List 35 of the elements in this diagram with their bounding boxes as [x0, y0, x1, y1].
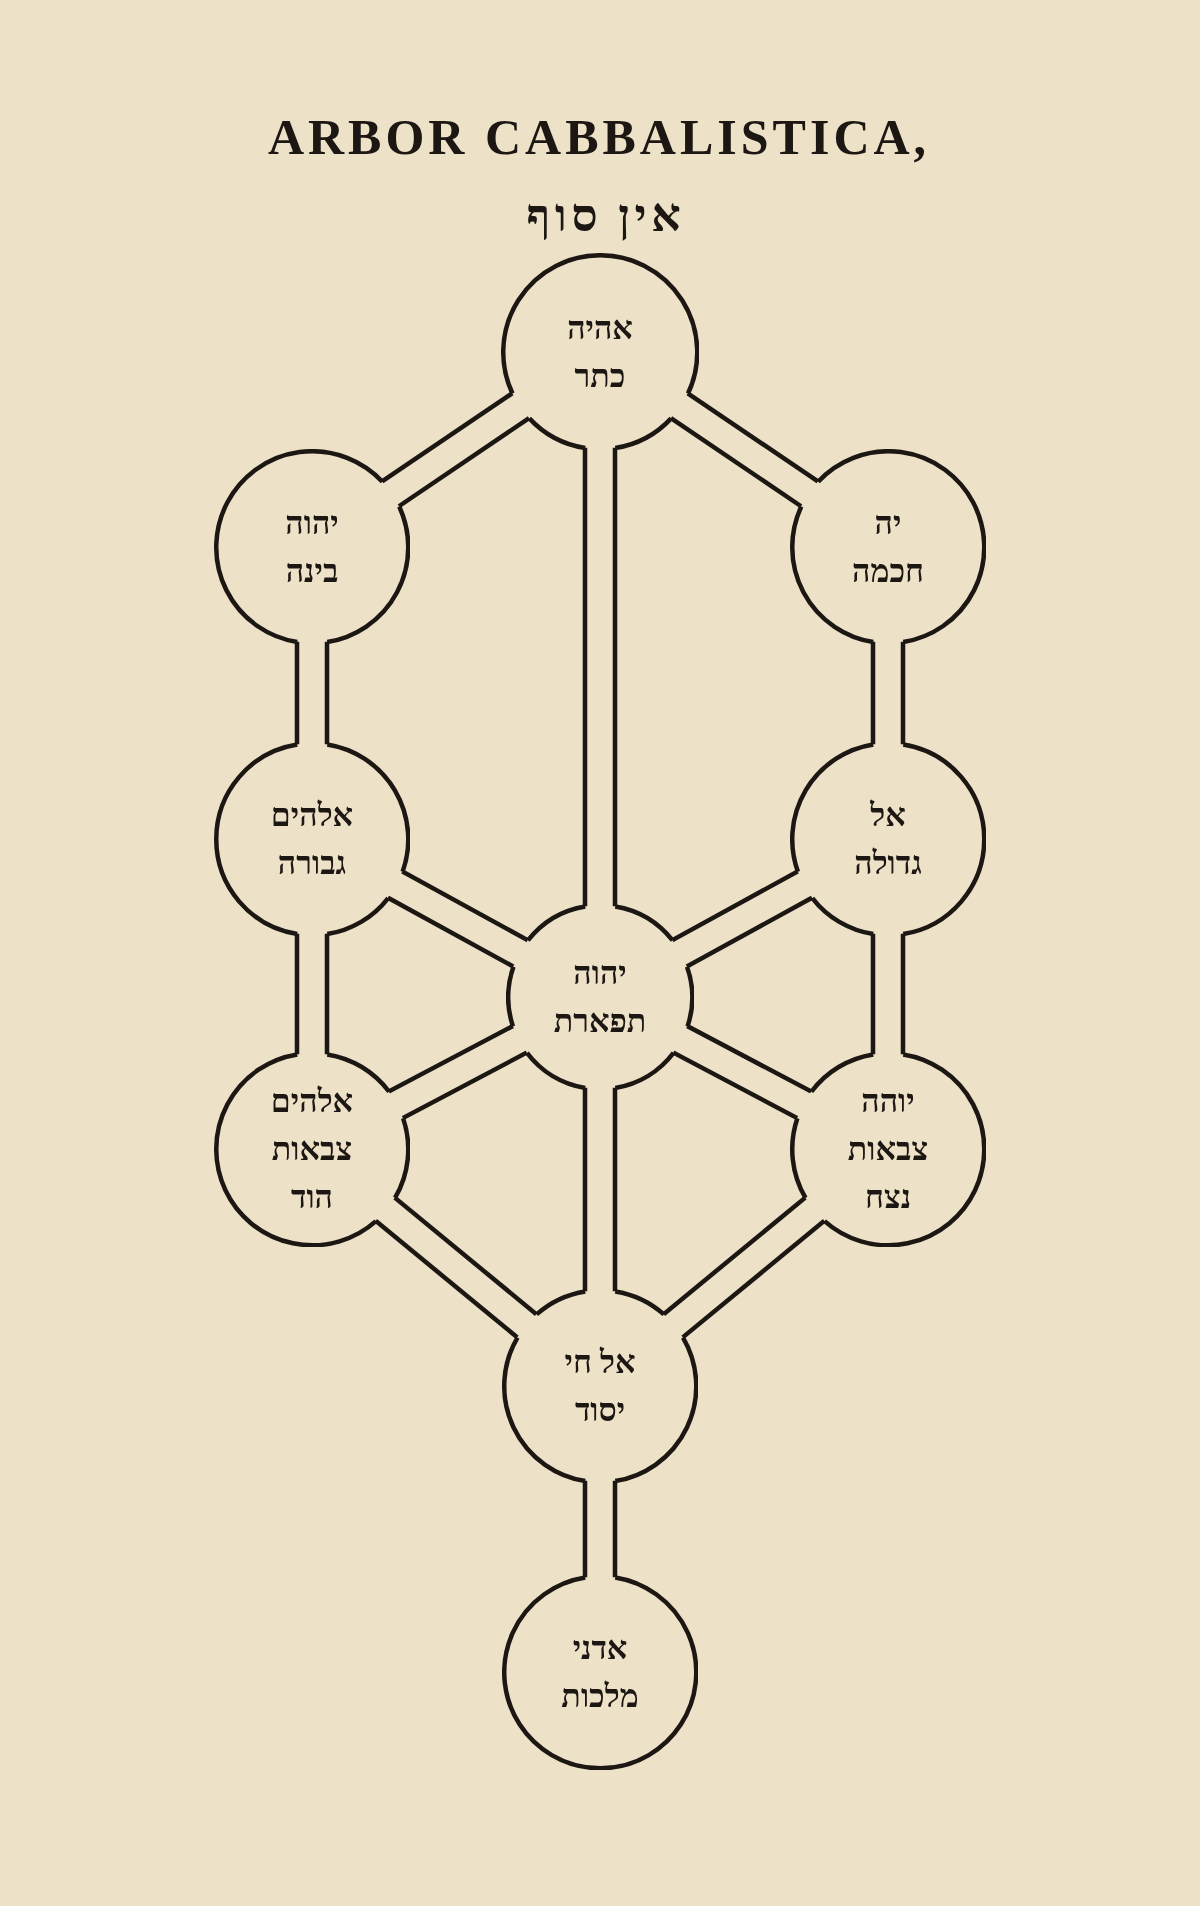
- double-line-channel: [380, 391, 531, 509]
- hebrew-text: אל חי: [564, 1343, 636, 1382]
- hebrew-text: נצח: [864, 1178, 912, 1217]
- double-line-channel: [374, 1195, 538, 1340]
- hebrew-text: יה: [874, 504, 902, 543]
- hebrew-text: יהוה: [573, 954, 627, 993]
- hebrew-text: גבורה: [277, 844, 347, 883]
- hebrew-text: תפארת: [553, 1002, 647, 1041]
- hebrew-text: אלהים: [270, 796, 354, 835]
- hebrew-text: אהיה: [567, 309, 633, 348]
- double-line-channel: [582, 1087, 618, 1292]
- double-line-channel: [294, 933, 330, 1055]
- hebrew-text: אל: [870, 796, 906, 835]
- hebrew-text: אדני: [572, 1629, 628, 1668]
- title: ARBOR CABBALISTICA,: [267, 112, 931, 162]
- double-line-channel: [672, 1024, 813, 1120]
- hebrew-text: יוהה צבאות: [846, 1082, 930, 1169]
- double-line-channel: [582, 447, 618, 907]
- hebrew-text: הוד: [291, 1178, 333, 1217]
- hebrew-text: מלכות: [561, 1677, 639, 1716]
- hebrew-text: בינה: [285, 552, 339, 591]
- double-line-channel: [671, 869, 814, 969]
- hebrew-text: אלהים צבאות: [269, 1082, 355, 1169]
- hebrew-text: כתר: [574, 357, 626, 396]
- hebrew-subtitle: אין סוף: [526, 193, 686, 239]
- hebrew-text: חכמה: [852, 552, 924, 591]
- hebrew-text: יהוה: [285, 504, 339, 543]
- double-line-channel: [870, 933, 906, 1055]
- double-line-channel: [662, 1195, 826, 1340]
- double-line-channel: [386, 869, 529, 969]
- double-line-channel: [387, 1024, 528, 1120]
- hebrew-text: גדולה: [854, 844, 922, 883]
- double-line-channel: [870, 641, 906, 745]
- double-line-channel: [669, 391, 820, 509]
- hebrew-text: יסוד: [574, 1391, 626, 1430]
